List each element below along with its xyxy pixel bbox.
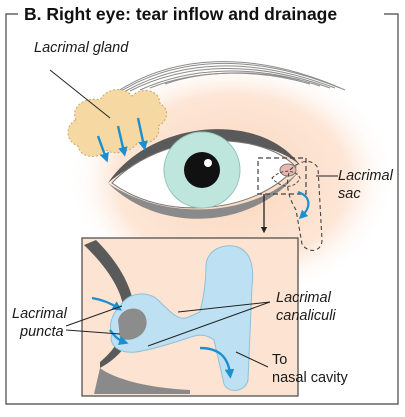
label-lacrimal-puncta-line1: Lacrimal	[12, 306, 67, 323]
caruncle	[280, 164, 296, 176]
inset-detail	[66, 238, 298, 396]
label-lacrimal-puncta-line2: puncta	[20, 324, 64, 341]
label-to-nasal-line1: To	[272, 352, 287, 369]
figure-title: B. Right eye: tear inflow and drainage	[18, 3, 343, 25]
label-lacrimal-canaliculi-line2: canaliculi	[276, 308, 336, 325]
pupil-highlight	[204, 159, 212, 167]
label-to-nasal-line2: nasal cavity	[272, 370, 348, 387]
label-lacrimal-canaliculi-line1: Lacrimal	[276, 290, 331, 307]
label-lacrimal-sac-line1: Lacrimal	[338, 168, 393, 185]
pupil	[184, 152, 220, 188]
label-lacrimal-gland: Lacrimal gland	[34, 40, 128, 57]
label-lacrimal-sac-line2: sac	[338, 186, 361, 203]
